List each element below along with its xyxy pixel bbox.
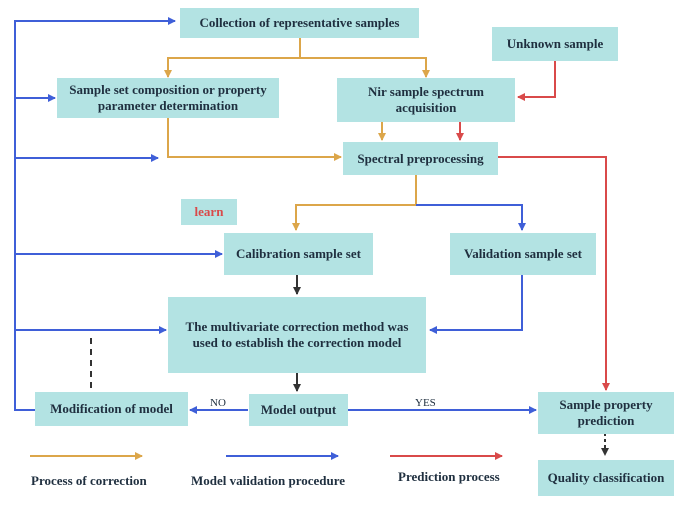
collection-box: Collection of representative samples — [180, 8, 419, 38]
model-flow-edges — [90, 275, 609, 456]
quality-classification-box: Quality classification — [538, 460, 674, 496]
learn-tag: learn — [181, 199, 237, 225]
composition-box: Sample set composition or property param… — [57, 78, 279, 118]
edge-label-yes: YES — [415, 397, 436, 409]
validation-box: Validation sample set — [450, 233, 596, 275]
multivariate-box: The multivariate correction method was u… — [168, 297, 426, 373]
model-output-label: Model output — [260, 402, 337, 417]
composition-label: Sample set composition or property param… — [69, 82, 267, 113]
legend-prediction-label: Prediction process — [398, 469, 500, 484]
quality-classification-label: Quality classification — [547, 470, 665, 485]
property-prediction-label: Sample property prediction — [559, 397, 653, 428]
modification-label: Modification of model — [50, 401, 173, 416]
validation-edges — [14, 17, 537, 414]
preprocessing-box: Spectral preprocessing — [343, 142, 498, 175]
preprocessing-label: Spectral preprocessing — [357, 150, 484, 166]
legend-validation-label: Model validation procedure — [191, 473, 346, 488]
validation-label: Validation sample set — [464, 246, 582, 261]
prediction-edges — [456, 61, 610, 391]
correction-edges — [164, 38, 430, 231]
property-prediction-box: Sample property prediction — [538, 392, 674, 434]
calibration-label: Calibration sample set — [236, 246, 361, 261]
nir-acquisition-box: Nir sample spectrum acquisition — [337, 78, 515, 122]
edge-label-no: NO — [210, 397, 226, 409]
multivariate-label: The multivariate correction method was u… — [185, 319, 409, 350]
calibration-box: Calibration sample set — [224, 233, 373, 275]
nir-acquisition-label: Nir sample spectrum acquisition — [367, 84, 485, 115]
unknown-sample-box: Unknown sample — [492, 27, 618, 61]
modification-box: Modification of model — [35, 392, 188, 426]
unknown-sample-label: Unknown sample — [506, 36, 604, 51]
legend-correction-label: Process of correction — [31, 473, 147, 488]
collection-label: Collection of representative samples — [199, 15, 400, 30]
model-output-box: Model output — [249, 394, 348, 426]
learn-label: learn — [194, 204, 224, 219]
